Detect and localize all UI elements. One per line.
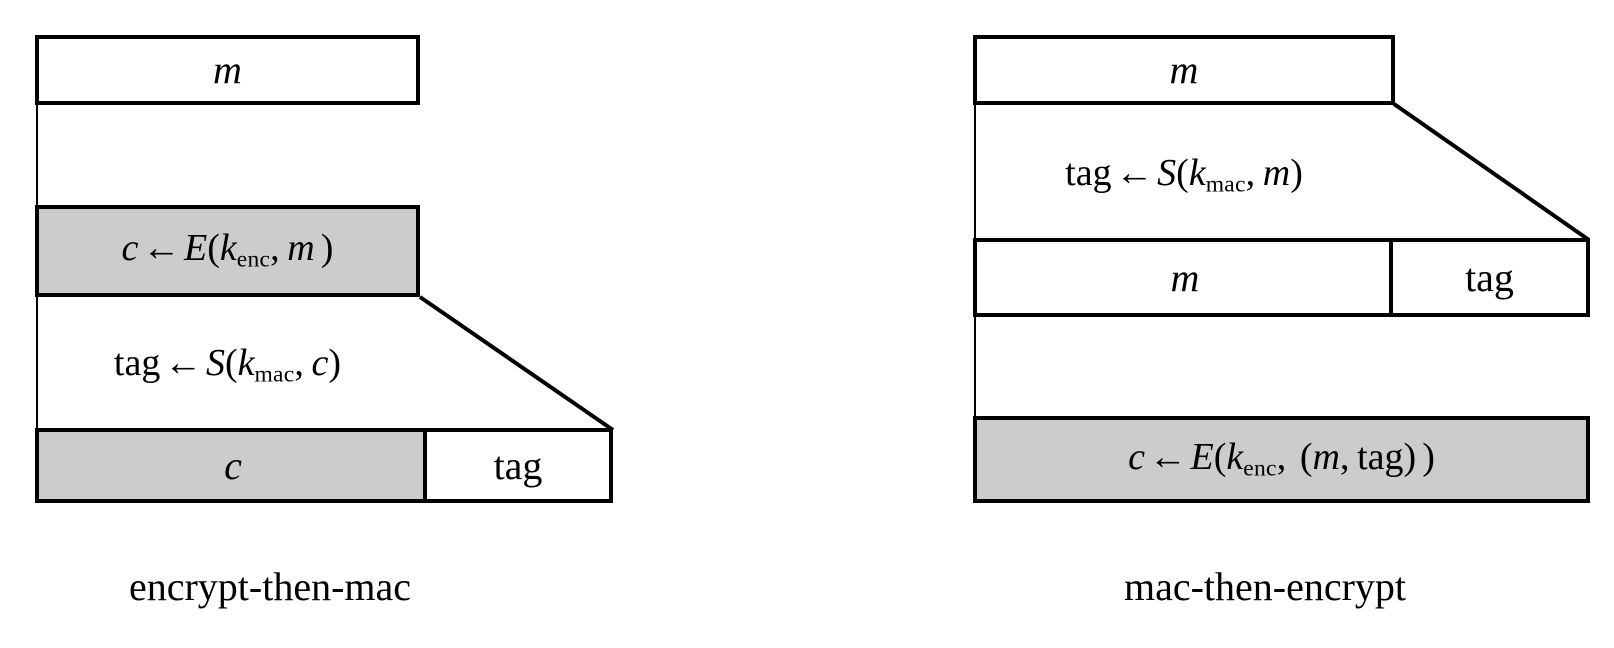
output-ciphertext-cell: c [39,432,427,499]
output-tag-cell: tag [427,432,609,499]
row-plaintext-m-label: m [213,47,242,92]
row-encrypt-step-box: c←E(kenc, m) [35,205,420,297]
row2-intermediate-box [973,238,1590,317]
panel-caption-encrypt-then-mac: encrypt-then-mac [128,564,412,609]
row-encrypt-step-label: c←E(kenc, m) [121,227,334,274]
row2-plaintext-m-box: m [973,35,1395,105]
row2-intermediate-m-cell: m [977,242,1393,313]
row2-encrypt-step-label: c←E(kenc, (m, tag)) [1128,435,1435,482]
row2-encrypt-step-box: c←E(kenc, (m, tag)) [973,416,1590,503]
row2-intermediate-tag-cell: tag [1393,242,1586,313]
output-tag-label: tag [493,442,543,488]
row2-plaintext-m-label: m [1169,47,1199,92]
row2-intermediate-m-label: m [1170,254,1200,300]
panel-encrypt-then-mac: m c←E(kenc, m) tag←S(kmac, c) c tag encr… [0,0,700,648]
row2-intermediate-tag-label: tag [1465,254,1514,300]
row-mac-step-label: tag←S(kmac, c) [35,330,420,402]
row-plaintext-m-box: m [35,35,420,105]
output-ciphertext-label: c [224,442,242,488]
output-cell-divider [423,430,427,501]
row2-mac-step-label: tag←S(kmac, m) [973,140,1395,212]
panel-caption-mac-then-encrypt: mac-then-encrypt [1123,564,1407,609]
row2-mac-formula-text: tag←S(kmac, m) [1065,152,1303,199]
row2-intermediate-divider [1389,240,1393,315]
mac-formula-text: tag←S(kmac, c) [113,342,342,389]
